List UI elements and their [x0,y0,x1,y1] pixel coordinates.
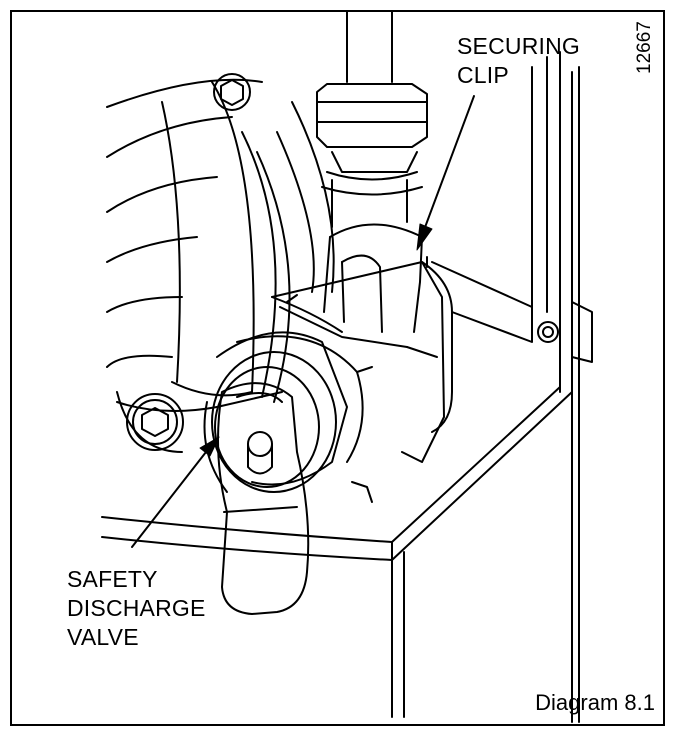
securing-clip-label: SECURING CLIP [457,32,580,90]
reference-number: 12667 [634,21,655,74]
diagram-caption: Diagram 8.1 [535,690,655,715]
callout-arrows [131,95,475,548]
valve-nut [211,331,373,503]
safety-valve-label-line1: SAFETY [67,566,158,592]
securing-clip-label-line2: CLIP [457,62,509,88]
valve-illustration [101,12,593,723]
safety-valve-label-line2: DISCHARGE [67,595,206,621]
securing-clip-label-line1: SECURING [457,33,581,59]
pipe-connection [316,12,428,228]
safety-valve-arrow [131,451,207,548]
side-panel [531,51,593,723]
securing-clip-arrow [423,95,475,231]
valve-lever [203,382,310,615]
base-plate [101,256,573,718]
safety-valve-label: SAFETY DISCHARGE VALVE [67,565,206,652]
safety-valve-label-line3: VALVE [67,624,139,650]
diagram-frame: SECURING CLIP SAFETY DISCHARGE VALVE 126… [10,10,665,726]
burner-housing [106,73,335,453]
